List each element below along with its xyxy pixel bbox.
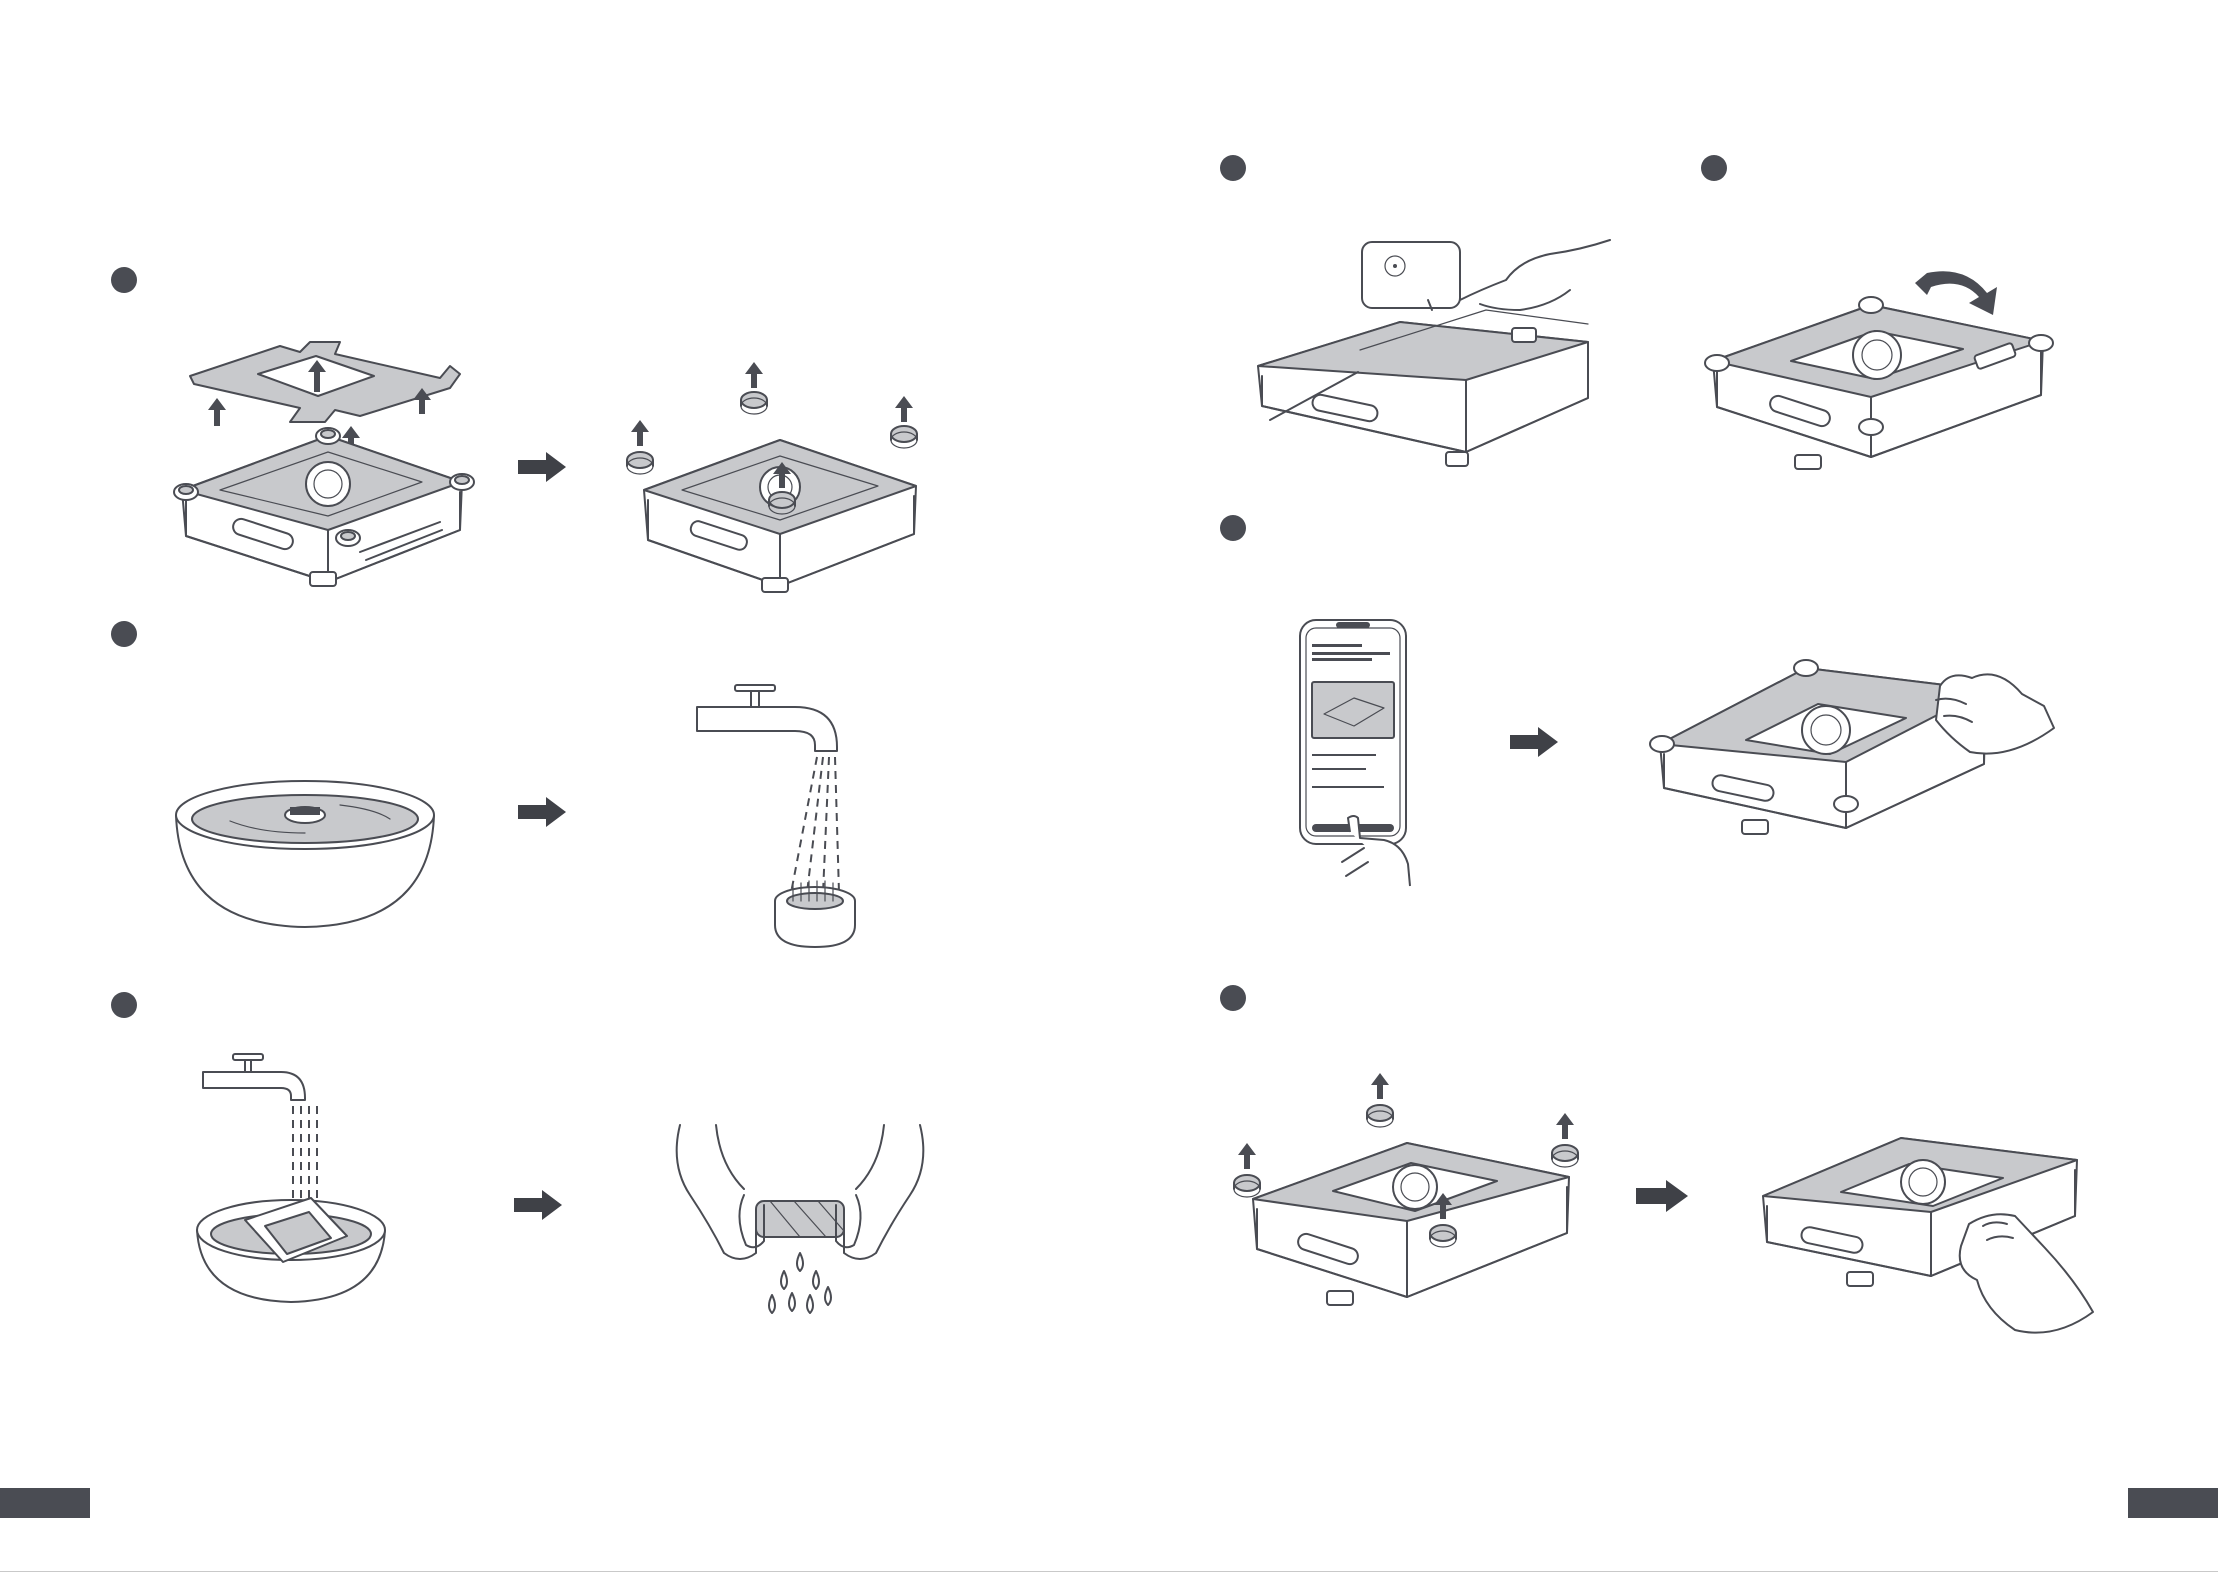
soak-in-bowl-icon — [170, 775, 440, 935]
step-6-arrow — [1510, 727, 1560, 757]
step-1-arrow — [518, 452, 568, 482]
right-page-tab — [2128, 1488, 2218, 1518]
wipe-device-icon — [1650, 660, 2060, 870]
wipe-underside-icon — [1755, 1120, 2095, 1350]
step-2-marker — [111, 621, 137, 647]
flip-device-icon — [1695, 265, 2075, 505]
app-confirm-icon — [1298, 618, 1458, 898]
press-button-icon — [1250, 230, 1620, 490]
lift-off-panel-icon — [160, 330, 490, 600]
step-5-marker — [1701, 155, 1727, 181]
step-3-marker — [111, 992, 137, 1018]
step-1-marker — [111, 267, 137, 293]
step-7-arrow — [1636, 1180, 1690, 1212]
bottom-trim-line — [0, 1571, 2218, 1572]
wash-cloth-icon — [195, 1050, 395, 1305]
left-page-tab — [0, 1488, 90, 1518]
remove-rollers-icon — [620, 360, 940, 600]
wring-cloth-icon — [660, 1125, 940, 1315]
step-3-arrow — [514, 1190, 564, 1220]
step-7-marker — [1220, 985, 1246, 1011]
step-2-arrow — [518, 797, 568, 827]
remove-wheels-icon — [1225, 1065, 1585, 1325]
rinse-under-tap-icon — [695, 685, 895, 955]
step-6-marker — [1220, 515, 1246, 541]
step-4-marker — [1220, 155, 1246, 181]
